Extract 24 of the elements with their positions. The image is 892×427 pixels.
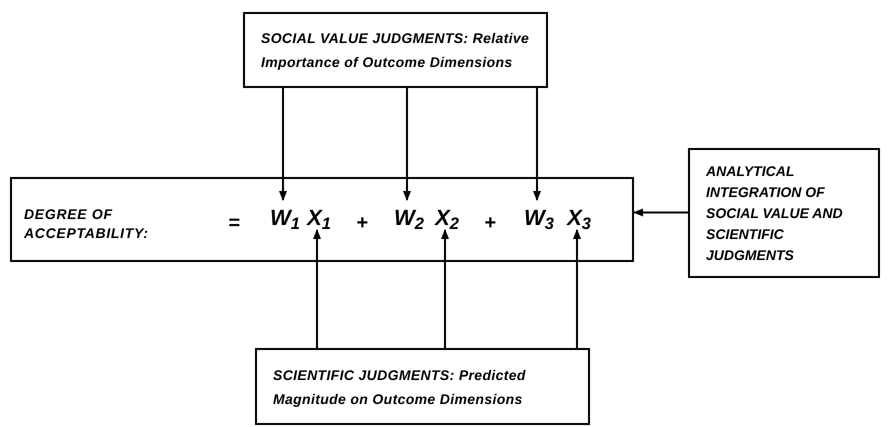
formula-label: DEGREE OF ACCEPTABILITY:: [24, 205, 150, 243]
formula-term: W$_{1}$: [270, 202, 300, 232]
formula-term: X$_{1}$: [304, 202, 334, 232]
text-box: [688, 148, 880, 278]
formula-term: W$_{3}$: [524, 202, 554, 232]
arrow: [573, 229, 581, 348]
formula-term: W$_{2}$: [394, 202, 424, 232]
arrow: [279, 88, 287, 201]
operator-sign: +: [483, 211, 497, 236]
arrow: [403, 88, 411, 201]
formula-term: X$_{2}$: [432, 202, 462, 232]
operator-sign: =: [227, 211, 241, 236]
operator-sign: +: [355, 211, 369, 236]
box-text: SCIENTIFIC JUDGMENTS: Predicted Magnitude on Outcome Dimensions: [273, 366, 527, 409]
formula-term: X$_{3}$: [564, 202, 594, 232]
box-text: SOCIAL VALUE JUDGMENTS: Relative Importance of Outcome Dimensions: [261, 29, 530, 72]
arrow: [313, 229, 321, 348]
box-text: ANALYTICAL INTEGRATION OF SOCIAL VALUE AND SCIENTIFIC JUDGMENTS: [706, 162, 844, 264]
text-box: [243, 12, 548, 88]
arrow: [533, 88, 541, 201]
arrow: [633, 208, 688, 216]
arrow: [441, 229, 449, 348]
text-box: [255, 348, 590, 425]
text-box: [10, 177, 634, 262]
